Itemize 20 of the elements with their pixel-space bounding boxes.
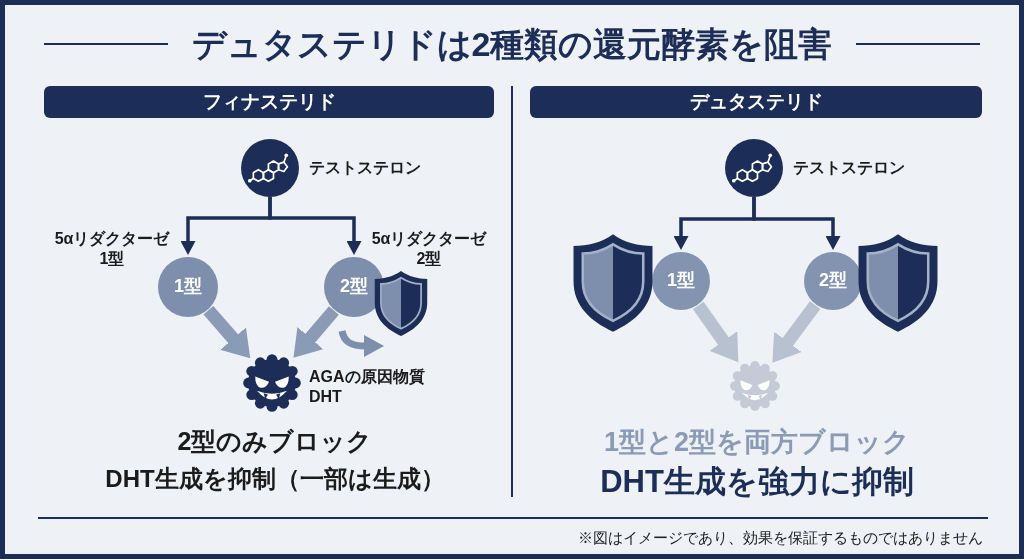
arrow bbox=[772, 301, 821, 363]
summary-text: DHT生成を抑制（一部は生成） bbox=[105, 464, 445, 494]
summary-text: DHT生成を強力に抑制 bbox=[600, 463, 914, 501]
enzyme-circle: 1型 bbox=[158, 257, 218, 317]
enzyme-circle: 2型 bbox=[804, 252, 862, 310]
arrow bbox=[752, 197, 841, 250]
footnote: ※図はイメージであり、効果を保証するものではありません bbox=[578, 529, 983, 547]
arrow bbox=[203, 306, 251, 359]
section-header: デュタステリド bbox=[530, 86, 982, 118]
node-label: テストステロン bbox=[309, 158, 421, 178]
summary-text: 1型と2型を両方ブロック bbox=[604, 425, 910, 459]
summary-text: 2型のみブロック bbox=[177, 426, 373, 456]
node-label: AGAの原因物質DHT bbox=[309, 367, 426, 407]
arrow bbox=[693, 301, 739, 363]
node-label: テストステロン bbox=[793, 158, 905, 178]
arrow bbox=[268, 197, 362, 255]
enzyme-circle: 1型 bbox=[652, 252, 710, 310]
section-header: フィナステリド bbox=[44, 86, 494, 118]
title: デュタステリドは2種類の還元酵素を阻害 bbox=[191, 23, 833, 65]
arrow bbox=[293, 306, 339, 358]
